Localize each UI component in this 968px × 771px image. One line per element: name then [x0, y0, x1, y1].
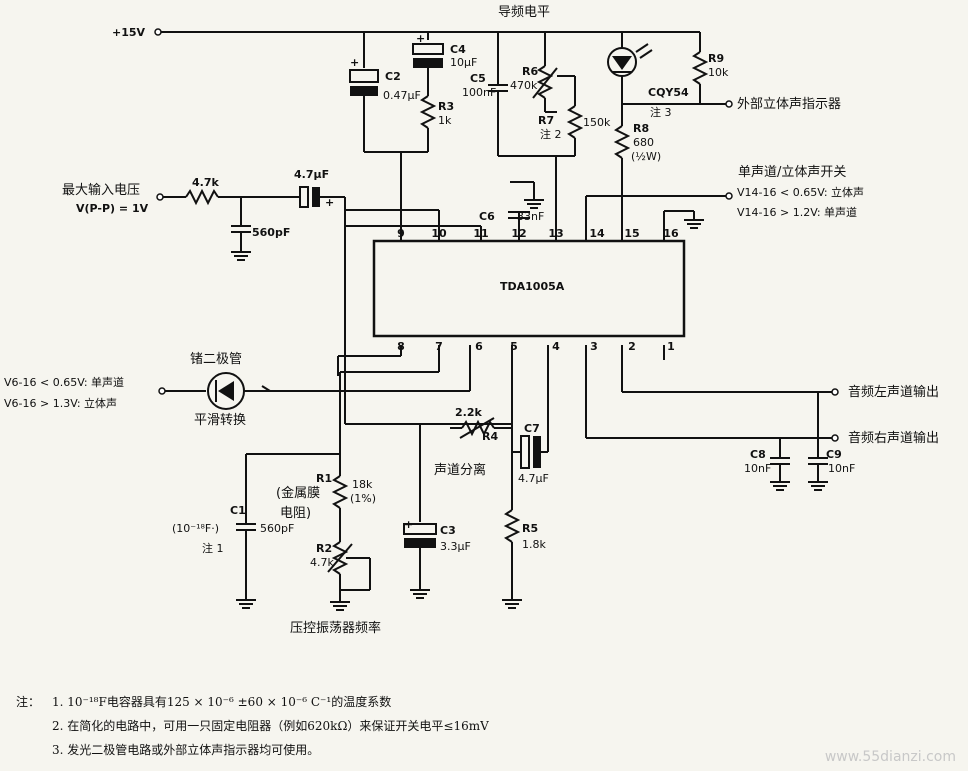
vco-label: 压控振荡器频率	[290, 620, 381, 636]
circuit-schematic: +15V 导频电平 TDA1005A 9 10 11 12 13 14 15 1…	[4, 5, 939, 636]
left-cond-line2: V6-16 > 1.3V: 立体声	[4, 396, 117, 410]
right-out-label: 音频右声道输出	[848, 430, 939, 446]
r8-value: 680	[633, 136, 654, 149]
r2-ref: R2	[316, 542, 332, 555]
input-vpp-label: V(P-P) = 1V	[76, 202, 149, 215]
r5-ref: R5	[522, 522, 538, 535]
switch-network: 单声道/立体声开关 V14-16 < 0.65V: 立体声 V14-16 > 1…	[585, 165, 864, 241]
pin-4: 4	[552, 340, 560, 353]
note-2: 2. 在简化的电路中，可用一只固定电阻器（例如620kΩ）来保证开关电平≤16m…	[16, 714, 956, 738]
left-out-label: 音频左声道输出	[848, 384, 939, 400]
c5-value: 100nF	[462, 86, 496, 99]
max-input-label: 最大输入电压	[62, 182, 140, 198]
switch-line2: V14-16 > 1.2V: 单声道	[737, 205, 857, 219]
ic-name: TDA1005A	[500, 280, 565, 293]
pin-5: 5	[510, 340, 518, 353]
c8-value: 10nF	[744, 462, 771, 475]
pin-1: 1	[667, 340, 675, 353]
pin-16: 16	[663, 227, 679, 240]
c6-network: C6 33nF	[479, 181, 544, 241]
led-indicator-network: CQY54 注 3 R9 10k 外部立体声指示器 R8 680 (½W)	[607, 32, 841, 241]
switch-line1: V14-16 < 0.65V: 立体声	[737, 185, 864, 199]
pin-3: 3	[590, 340, 598, 353]
r8-sub: (½W)	[631, 150, 661, 163]
c3-network: + C3 3.3μF	[403, 424, 471, 599]
smooth-label: 平滑转换	[194, 413, 246, 428]
c2-value: 0.47μF	[383, 89, 421, 102]
c9-ref: C9	[826, 448, 842, 461]
pin-2: 2	[628, 340, 636, 353]
rin-value: 4.7k	[192, 176, 219, 189]
c3-value: 3.3μF	[440, 540, 471, 553]
r7-note: 注 2	[540, 127, 562, 141]
input-network: 最大输入电压 V(P-P) = 1V 4.7k 560pF + 4.7μF	[62, 168, 512, 425]
c8-ref: C8	[750, 448, 766, 461]
note-1: 注： 1. 10⁻¹⁸F电容器具有125 × 10⁻⁶ ±60 × 10⁻⁶ C…	[16, 690, 956, 714]
pin-14: 14	[589, 227, 605, 240]
ic-tda1005a: TDA1005A 9 10 11 12 13 14 15 16 8 7 6 5 …	[372, 227, 686, 353]
supply-label: +15V	[112, 26, 146, 39]
note-1-text: 1. 10⁻¹⁸F电容器具有125 × 10⁻⁶ ±60 × 10⁻⁶ C⁻¹的…	[52, 695, 392, 709]
r2-value: 4.7k	[310, 556, 334, 569]
r5-value: 1.8k	[522, 538, 546, 551]
svg-text:+: +	[325, 196, 334, 209]
supply-rail: +15V 导频电平	[112, 5, 700, 39]
notes-lead: 注：	[16, 695, 41, 709]
r1-desc1: (金属膜	[276, 485, 320, 501]
c7-value: 4.7μF	[518, 472, 549, 485]
r9-ref: R9	[708, 52, 724, 65]
c9-value: 10nF	[828, 462, 855, 475]
separation-label: 声道分离	[434, 462, 486, 478]
left-cond-line1: V6-16 < 0.65V: 单声道	[4, 375, 124, 389]
r4-value: 2.2k	[455, 406, 482, 419]
r8-ref: R8	[633, 122, 649, 135]
r3-ref: R3	[438, 100, 454, 113]
cin-value: 560pF	[252, 226, 290, 239]
c7-ref: C7	[524, 422, 540, 435]
note-3-text: 3. 发光二极管电路或外部立体声指示器均可使用。	[52, 743, 320, 757]
c5-ref: C5	[470, 72, 486, 85]
note-2-text: 2. 在简化的电路中，可用一只固定电阻器（例如620kΩ）来保证开关电平≤16m…	[52, 719, 489, 733]
ccpl-value: 4.7μF	[294, 168, 329, 181]
output-network: 音频左声道输出 音频右声道输出 C8 10nF C9 10nF	[585, 345, 939, 491]
pin-6: 6	[475, 340, 483, 353]
c5-r6-r7-network: C5 100nF R6 470k R7 注 2 150k	[462, 32, 611, 241]
r3-value: 1k	[438, 114, 452, 127]
separation-network: R5 1.8k 2.2k R4 声道分离 C7 4.7μF	[434, 345, 549, 609]
r7-ref: R7	[538, 114, 554, 127]
r1-desc2: 电阻)	[280, 506, 311, 521]
r6-value: 470k	[510, 79, 538, 92]
c6-value: 33nF	[517, 210, 544, 223]
pin-15: 15	[624, 227, 639, 240]
r1-ref: R1	[316, 472, 332, 485]
external-indicator-label: 外部立体声指示器	[737, 97, 841, 112]
note-3: 3. 发光二极管电路或外部立体声指示器均可使用。	[16, 738, 956, 762]
c4-value: 10μF	[450, 56, 477, 69]
watermark: www.55dianzi.com	[824, 749, 956, 765]
c6-ref: C6	[479, 210, 495, 223]
c4-ref: C4	[450, 43, 466, 56]
led-ref: CQY54	[648, 86, 689, 99]
ge-diode-label: 锗二极管	[190, 352, 242, 367]
c1-value: 560pF	[260, 522, 294, 535]
r1-value: 18k	[352, 478, 373, 491]
led-note: 注 3	[650, 105, 672, 119]
switch-title: 单声道/立体声开关	[738, 165, 846, 180]
c1-desc: (10⁻¹⁸F·)	[172, 522, 219, 535]
c2-ref: C2	[385, 70, 401, 83]
c2-c4-r3-network: + C2 0.47μF + C4 10μF R3 1k	[349, 32, 477, 241]
r6-ref: R6	[522, 65, 538, 78]
c1-ref: C1	[230, 504, 246, 517]
vco-network: 锗二极管 V6-16 < 0.65V: 单声道 V6-16 > 1.3V: 立体…	[4, 345, 471, 636]
r4-ref: R4	[482, 430, 498, 443]
svg-text:+: +	[350, 56, 359, 69]
c3-ref: C3	[440, 524, 456, 537]
c1-note: 注 1	[202, 541, 224, 555]
notes-section: 注： 1. 10⁻¹⁸F电容器具有125 × 10⁻⁶ ±60 × 10⁻⁶ C…	[16, 690, 956, 762]
r9-value: 10k	[708, 66, 729, 79]
r7-value: 150k	[583, 116, 611, 129]
svg-text:+: +	[416, 32, 425, 45]
r1-sub: (1%)	[350, 492, 376, 505]
pilot-level-label: 导频电平	[498, 5, 550, 20]
